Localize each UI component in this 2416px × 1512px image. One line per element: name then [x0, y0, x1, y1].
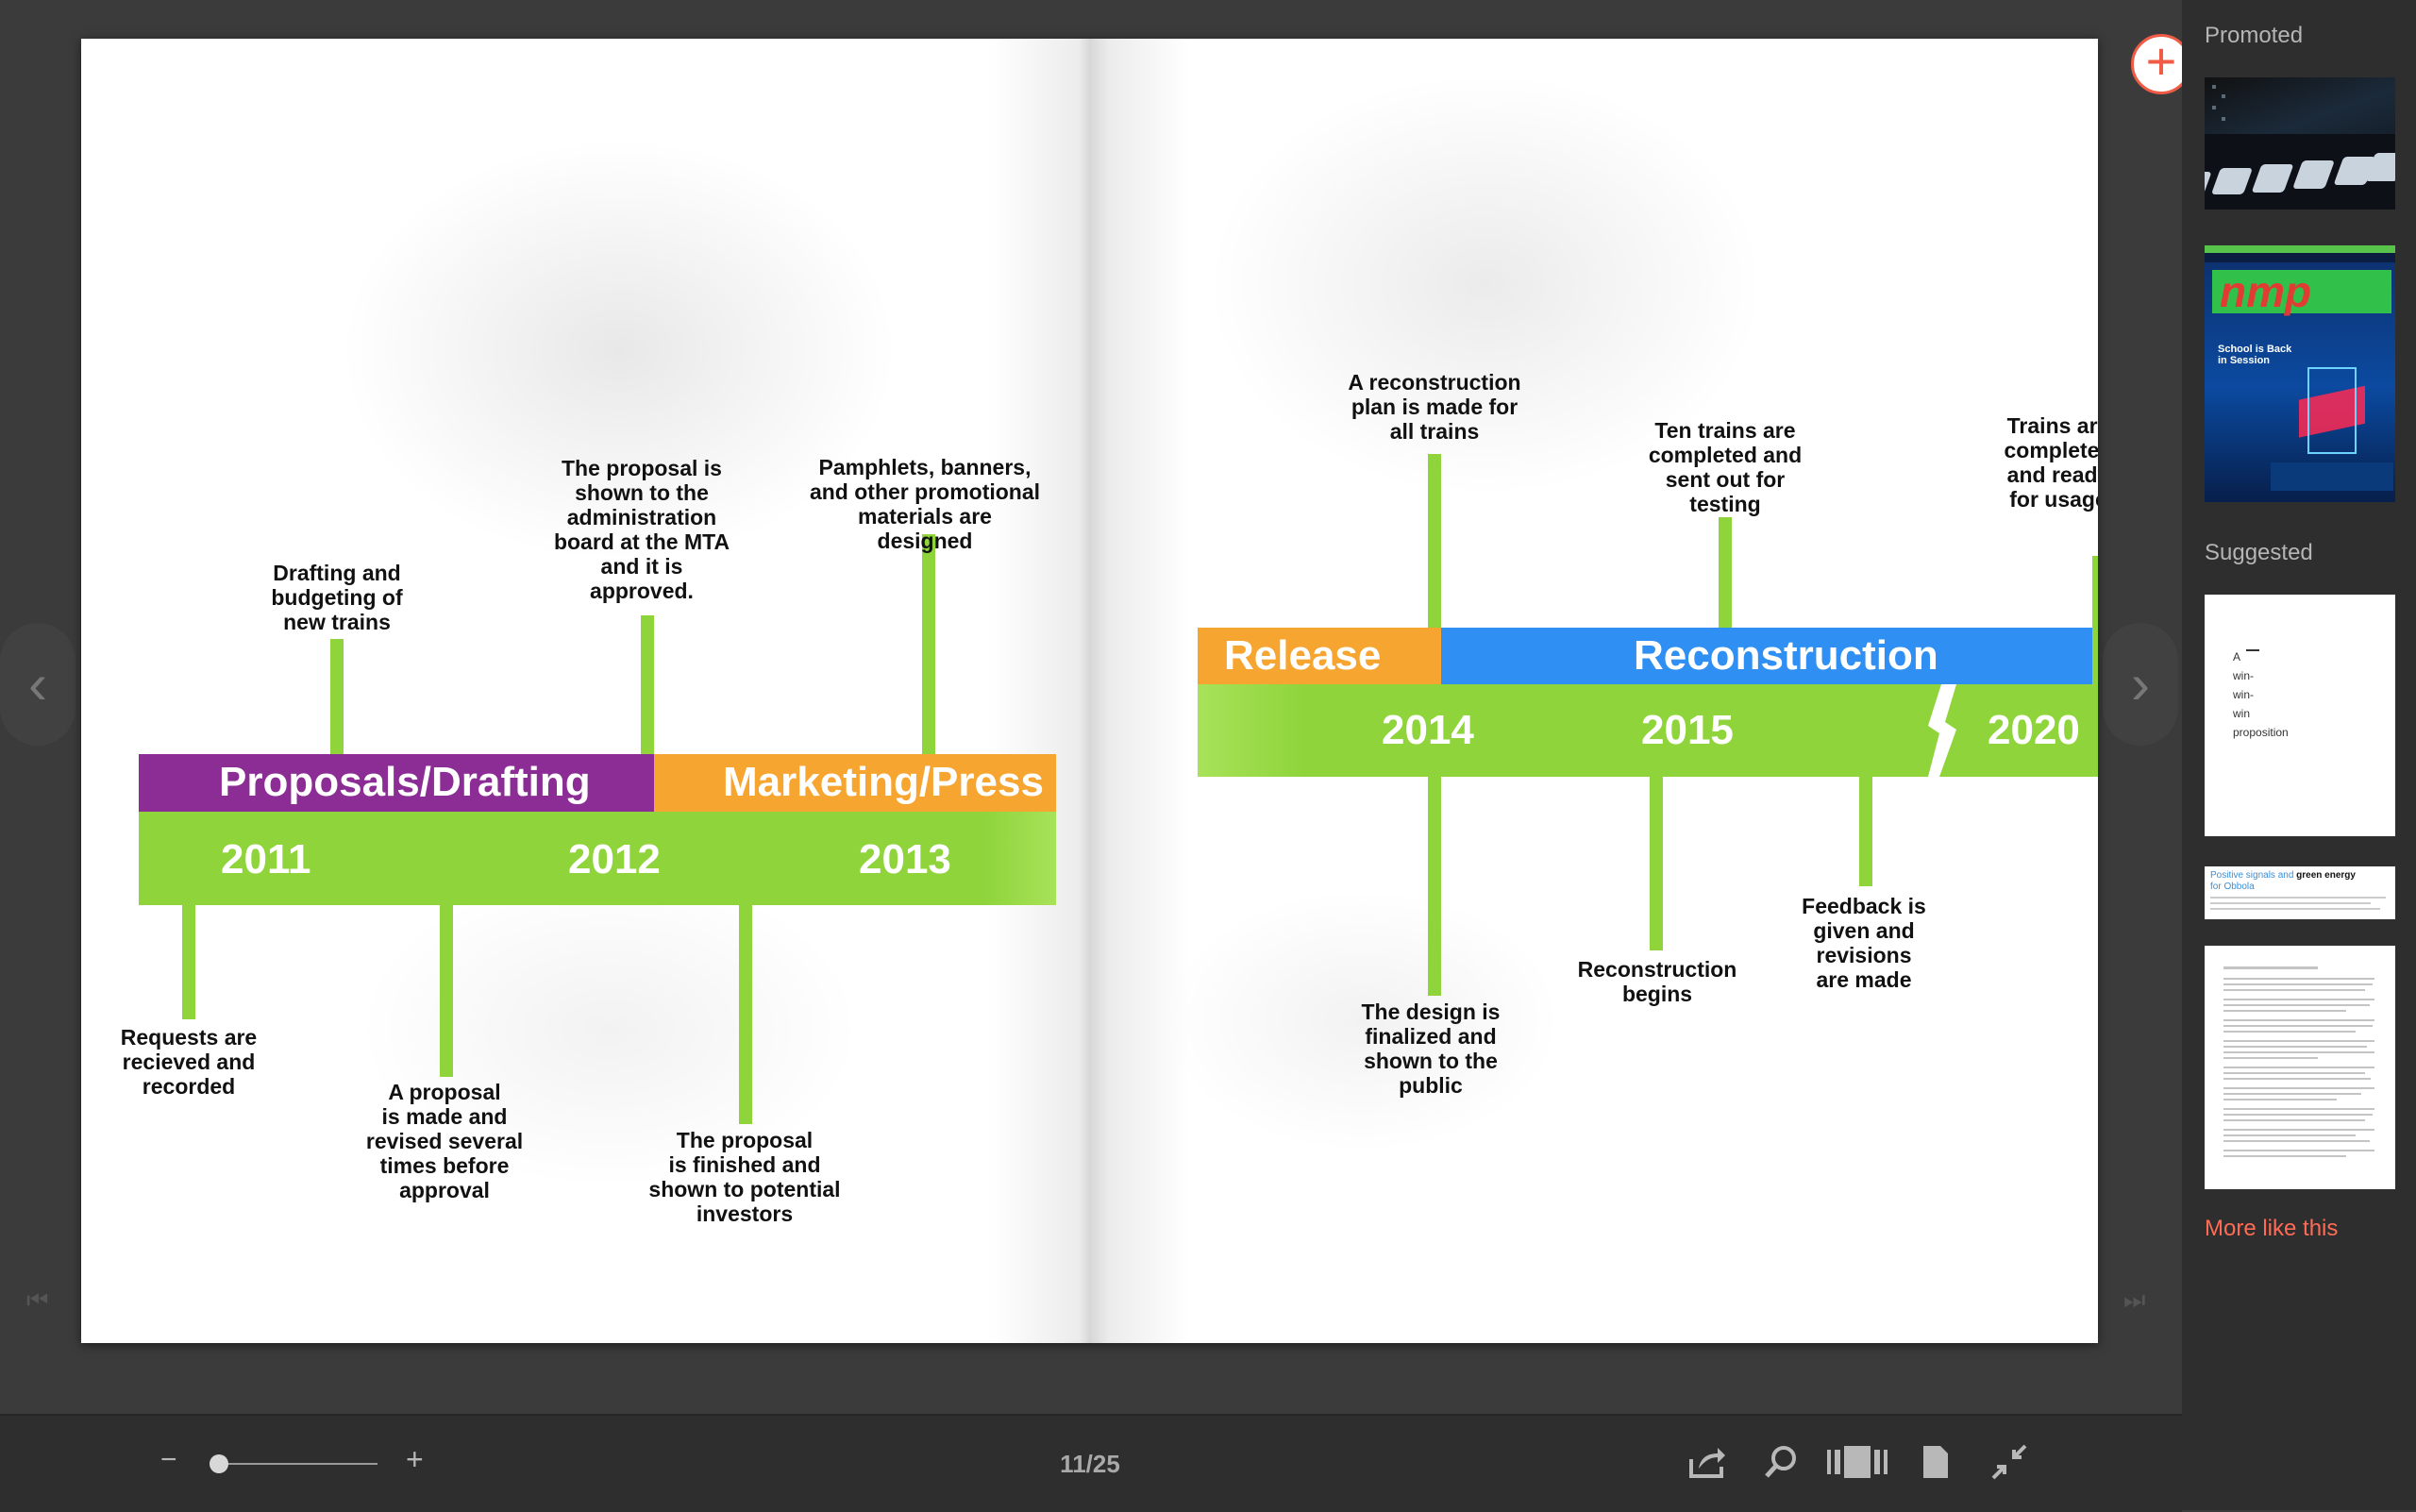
magazine-title-block: nmp — [2212, 267, 2391, 316]
zoom-slider-handle[interactable] — [210, 1454, 228, 1473]
milestone-label: Drafting and budgeting of new trains — [271, 561, 403, 634]
exit-fullscreen-button[interactable] — [1991, 1444, 2027, 1485]
article-thumbnail-line — [2210, 897, 2386, 899]
year-label: 2011 — [221, 836, 311, 882]
share-icon — [1689, 1448, 1725, 1478]
add-to-collection-button[interactable]: + — [2131, 34, 2191, 94]
phase-label: Reconstruction — [1634, 632, 1938, 679]
timeline-stem — [641, 615, 654, 796]
search-icon — [1765, 1446, 1796, 1478]
sidebar: Promoted nmp School is Back in Session — [2182, 0, 2416, 1510]
suggested-heading: Suggested — [2205, 540, 2313, 565]
chevron-right-icon: › — [2131, 652, 2150, 715]
article-thumbnail-text: green energy — [2296, 870, 2356, 881]
phase-band-release: Release — [1198, 628, 1441, 684]
year-label: 2012 — [568, 836, 661, 882]
document-thumbnail-text: A win- win- win proposition — [2233, 647, 2289, 742]
phase-band-reconstruction: Reconstruction — [1441, 628, 2092, 684]
year-label: 2015 — [1641, 707, 1734, 753]
document-viewer: ‹ › ⏮ ⏭ Proposals/Drafting Marketing/Pre… — [0, 39, 2178, 1343]
milestone-label: The proposal is finished and shown to po… — [648, 1128, 841, 1226]
page-indicator: 11/25 — [1060, 1450, 1120, 1478]
milestone-label: Reconstruction begins — [1577, 957, 1737, 1006]
timeline-end-post — [2092, 556, 2098, 735]
timeline-stem — [182, 902, 195, 1019]
milestone-label: Requests are recieved and recorded — [120, 1025, 258, 1099]
suggested-item-proposal[interactable]: A win- win- win proposition — [2205, 595, 2395, 836]
previous-page-button[interactable]: ‹ — [0, 623, 76, 746]
timeline-stem — [1859, 777, 1872, 886]
zoom-in-button[interactable]: + — [406, 1442, 424, 1476]
more-like-this-link[interactable]: More like this — [2205, 1216, 2339, 1241]
thumbnail-rule — [2246, 649, 2259, 651]
last-page-button[interactable]: ⏭ — [2123, 1285, 2146, 1314]
promoted-item-keyboard[interactable] — [2205, 77, 2395, 210]
thumbnail-line: win — [2233, 707, 2251, 720]
thumbnail-line: A — [2233, 650, 2241, 664]
zoom-out-button[interactable]: − — [160, 1444, 177, 1475]
phase-band-marketing: Marketing/Press — [654, 754, 1056, 812]
timeline-stem — [1650, 777, 1663, 950]
year-label: 2014 — [1382, 707, 1474, 753]
thumbnails-button[interactable] — [1827, 1446, 1889, 1483]
zoom-slider-track[interactable] — [210, 1463, 378, 1465]
search-button[interactable] — [1763, 1444, 1799, 1485]
phase-label: Release — [1224, 632, 1382, 679]
suggested-item-article[interactable]: Positive signals and green energy for Ob… — [2205, 866, 2395, 919]
promoted-heading: Promoted — [2205, 23, 2304, 48]
single-page-icon — [1923, 1446, 1948, 1478]
left-page: Proposals/Drafting Marketing/Press 2011 … — [81, 39, 1089, 1343]
magazine-cover-art-icon — [2271, 367, 2393, 491]
year-label: 2013 — [859, 836, 951, 882]
timeline-year-bar: 2014 2015 2020 — [1198, 684, 2098, 777]
milestone-label: Pamphlets, banners, and other promotiona… — [809, 455, 1041, 553]
bottom-toolbar: − + 11/25 — [0, 1414, 2182, 1512]
timeline-year-bar: 2011 2012 2013 — [139, 812, 1056, 905]
magazine-spread: Proposals/Drafting Marketing/Press 2011 … — [81, 39, 2098, 1343]
magazine-header-strip — [2205, 253, 2395, 262]
keyboard-thumbnail-icon — [2205, 85, 2395, 210]
milestone-label: Trains are completed and ready for usage — [2004, 413, 2098, 512]
right-page: Release Reconstruction 2014 2015 2020 A … — [1089, 39, 2098, 1343]
article-thumbnail-text: Positive signals and — [2210, 870, 2294, 881]
milestone-label: The proposal is shown to the administrat… — [553, 456, 730, 603]
text-document-thumbnail-icon — [2223, 966, 2374, 1157]
timeline-break-icon — [1928, 684, 1956, 777]
thumbnail-line: win- — [2233, 688, 2255, 701]
phase-label: Marketing/Press — [723, 759, 1044, 805]
milestone-label: A reconstruction plan is made for all tr… — [1348, 370, 1521, 444]
thumbnail-line: win- — [2233, 669, 2255, 682]
share-button[interactable] — [1687, 1444, 1727, 1485]
magazine-top-strip — [2205, 245, 2395, 253]
first-page-button[interactable]: ⏮ — [26, 1285, 49, 1314]
milestone-label: A proposal is made and revised several t… — [365, 1080, 524, 1202]
article-thumbnail-text: for Obbola — [2210, 882, 2255, 892]
timeline-stem — [440, 902, 453, 1077]
thumbnails-icon — [1827, 1446, 1888, 1478]
timeline-stem — [739, 902, 752, 1124]
year-label: 2020 — [1988, 707, 2080, 753]
timeline-stem — [922, 534, 935, 796]
magazine-headline: School is Back in Session — [2218, 344, 2292, 366]
article-thumbnail-line — [2210, 908, 2380, 910]
next-page-button[interactable]: › — [2103, 623, 2178, 746]
article-thumbnail-title: Positive signals and green energy for Ob… — [2210, 870, 2356, 893]
suggested-item-document[interactable] — [2205, 946, 2395, 1189]
phase-band-proposals: Proposals/Drafting — [139, 754, 654, 812]
chevron-left-icon: ‹ — [28, 652, 47, 715]
milestone-label: Ten trains are completed and sent out fo… — [1648, 418, 1803, 516]
magazine-title: nmp — [2220, 267, 2312, 316]
milestone-label: Feedback is given and revisions are made — [1802, 894, 1926, 992]
plus-icon: + — [2145, 31, 2177, 91]
article-thumbnail-line — [2210, 902, 2371, 904]
phase-label: Proposals/Drafting — [219, 759, 591, 805]
thumbnail-line: proposition — [2233, 726, 2289, 739]
timeline-stem — [1428, 777, 1441, 996]
exit-fullscreen-icon — [1991, 1444, 2027, 1480]
promoted-item-magazine[interactable]: nmp School is Back in Session — [2205, 245, 2395, 502]
single-page-button[interactable] — [1921, 1444, 1950, 1485]
timeline-stem — [1428, 454, 1441, 667]
milestone-label: The design is finalized and shown to the… — [1361, 1000, 1501, 1098]
